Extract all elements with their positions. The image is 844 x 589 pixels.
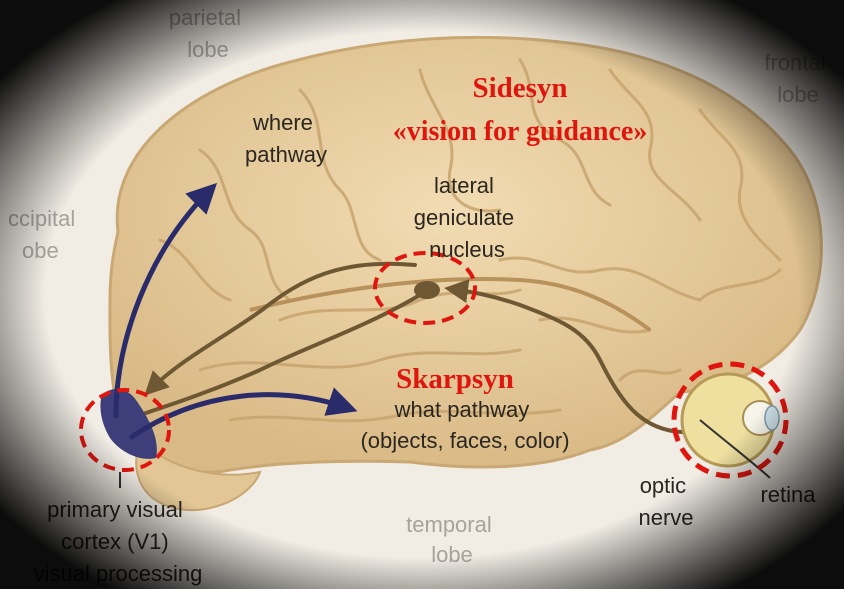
- occipital-line-2: obe: [22, 238, 59, 263]
- temporal-line-1: temporal: [406, 512, 492, 537]
- v1-line-3: visual processing: [34, 561, 203, 586]
- where-line-1: where: [252, 110, 313, 135]
- v1-line-2: cortex (V1): [61, 529, 169, 554]
- what-line-1: what pathway: [394, 397, 530, 422]
- dorsal-stream-title: Sidesyn: [472, 72, 567, 104]
- parietal-line-1: parietal: [169, 5, 241, 30]
- occipital-line-1: ccipital: [8, 206, 75, 231]
- retina-label: retina: [760, 482, 816, 507]
- lgn-line-3: nucleus: [429, 237, 505, 262]
- temporal-line-2: lobe: [431, 542, 473, 567]
- parietal-line-2: lobe: [187, 37, 229, 62]
- where-line-2: pathway: [245, 142, 327, 167]
- v1-line-1: primary visual: [47, 497, 183, 522]
- lgn-nucleus-blob: [414, 281, 440, 299]
- ventral-stream-title: Skarpsyn: [396, 363, 514, 395]
- lgn-line-1: lateral: [434, 173, 494, 198]
- optic-line-1: optic: [640, 473, 686, 498]
- lgn-line-2: geniculate: [414, 205, 514, 230]
- optic-line-2: nerve: [638, 505, 693, 530]
- dorsal-stream-subtitle: «vision for guidance»: [393, 116, 648, 147]
- frontal-line-1: frontal: [764, 50, 825, 75]
- frontal-line-2: lobe: [777, 82, 819, 107]
- what-line-2: (objects, faces, color): [360, 428, 569, 453]
